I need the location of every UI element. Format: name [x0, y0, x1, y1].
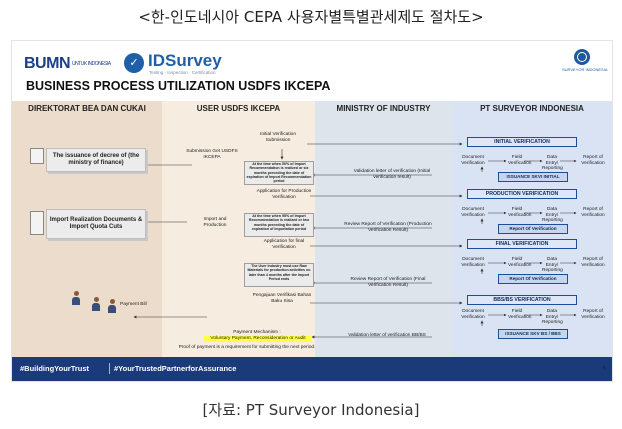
application-final-label: Application for final Verification	[263, 239, 305, 250]
payment-bill-label: Payment Bill	[120, 302, 147, 307]
initial-submission-label: Initial Verification Submission	[260, 132, 296, 143]
report-of-verification-final: Report Of Verification	[498, 274, 568, 284]
payment-mechanism-label: Payment Mechanism :	[233, 330, 281, 335]
note-initial: At the time when 50% of Import Recommend…	[244, 161, 314, 185]
submission-get-label: Submission Get USDFS IKCEPA	[186, 149, 238, 160]
slide-footer: #BuildingYourTrust #YourTrustedPartnerfo…	[12, 357, 612, 381]
korean-title: <한-인도네시아 CEPA 사용자별특별관세제도 절차도>	[138, 8, 484, 26]
data-entry-label: Data Entry/ Reporting	[542, 207, 563, 224]
data-entry-label: Data Entry/ Reporting	[542, 309, 563, 326]
idsurvey-logo-tag: Testing · Inspection · Certification	[149, 70, 216, 75]
note-production: At the time when 95% of Import Recommend…	[244, 213, 314, 237]
validation-initial-label: Validation letter of verification (Initi…	[353, 169, 431, 180]
doc-verification-label: Document Verification	[461, 155, 485, 166]
import-production-label: Import and Production	[203, 217, 227, 228]
lane-header: PT SURVEYOR INDONESIA	[480, 104, 584, 113]
data-entry-label: Data Entry/ Reporting	[542, 257, 563, 274]
stage-initial-header: INITIAL VERIFICATION	[467, 137, 577, 147]
worker-icon	[108, 299, 116, 313]
lane-ministry: MINISTRY OF INDUSTRY	[315, 101, 452, 357]
doc-verification-label: Document Verification	[461, 309, 485, 320]
decree-box: The issuance of decree of (the ministry …	[46, 148, 146, 172]
lane-header: DIREKTORAT BEA DAN CUKAI	[28, 104, 146, 113]
stage-production-header: PRODUCTION VERIFICATION	[467, 189, 577, 199]
report-verification-label: Report of Verification	[581, 309, 605, 320]
payment-options-highlight: Voluntary Payment, Reconsideration or Au…	[204, 336, 312, 342]
source-caption: [자료: PT Surveyor Indonesia]	[202, 401, 420, 419]
footer-hashtag-trust: #BuildingYourTrust	[20, 364, 90, 373]
idsurvey-logo-name: IDSurvey	[148, 51, 222, 70]
import-realization-box: Import Realization Documents & Import Qu…	[46, 209, 146, 239]
issuance-skv-bs-bbs: ISSUANCE SKV BS / BBS	[498, 329, 568, 339]
idsurvey-mark-icon: ✓	[124, 53, 144, 73]
flow-connectors	[133, 142, 577, 339]
decree-document-icon	[30, 148, 44, 164]
field-verification-label: Field Verification	[508, 309, 532, 320]
page-number: 6	[602, 366, 606, 372]
application-production-label: Application for Production Verification	[256, 189, 312, 200]
note-raw-materials: The User Industry must use Raw Materials…	[244, 263, 314, 287]
footer-hashtag-partner: #YourTrustedPartnerforAssurance	[114, 364, 237, 373]
review-final-label: Review Report of Verification (Final Ver…	[350, 277, 426, 288]
issuance-skvi-initial: ISSUANCE SKVI INITIAL	[498, 172, 568, 182]
field-verification-label: Field Verification	[508, 207, 532, 218]
officer-icon	[72, 291, 80, 305]
report-verification-label: Report of Verification	[581, 155, 605, 166]
lane-header: USER USDFS IKCEPA	[196, 104, 281, 113]
validation-bb-label: Validation letter of verification BB/BS	[348, 333, 426, 338]
review-production-label: Review Report of Verification (Productio…	[344, 222, 432, 233]
slide-title: BUSINESS PROCESS UTILIZATION USDFS IKCEP…	[26, 79, 331, 93]
field-verification-label: Field Verification	[508, 257, 532, 268]
doc-verification-label: Document Verification	[461, 207, 485, 218]
worker-icon	[92, 297, 100, 311]
footer-separator	[109, 363, 110, 374]
stage-bbs-header: BBS/BS VERIFICATION	[467, 295, 577, 305]
lane-header: MINISTRY OF INDUSTRY	[336, 104, 431, 113]
report-verification-label: Report of Verification	[581, 207, 605, 218]
report-verification-label: Report of Verification	[581, 257, 605, 268]
pengajuan-label: Pengajuan Verifikasi Bahan Baku Sisa	[252, 293, 312, 304]
doc-verification-label: Document Verification	[461, 257, 485, 268]
data-entry-label: Data Entry/ Reporting	[542, 155, 563, 172]
proof-payment-label: Proof of payment is a requirement for su…	[178, 345, 316, 350]
import-document-icon	[30, 211, 44, 235]
field-verification-label: Field Verification	[508, 155, 532, 166]
report-of-verification-production: Report Of Verification	[498, 224, 568, 234]
bumn-logo-sub: UNTUK INDONESIA	[72, 60, 111, 67]
stage-final-header: FINAL VERIFICATION	[467, 239, 577, 249]
bumn-logo-text: BUMN	[24, 55, 71, 72]
globe-icon	[574, 49, 590, 65]
surveyor-logo-label: SURVEYOR INDONESIA	[562, 67, 608, 72]
surveyor-indonesia-logo: SURVEYOR INDONESIA	[562, 49, 608, 72]
